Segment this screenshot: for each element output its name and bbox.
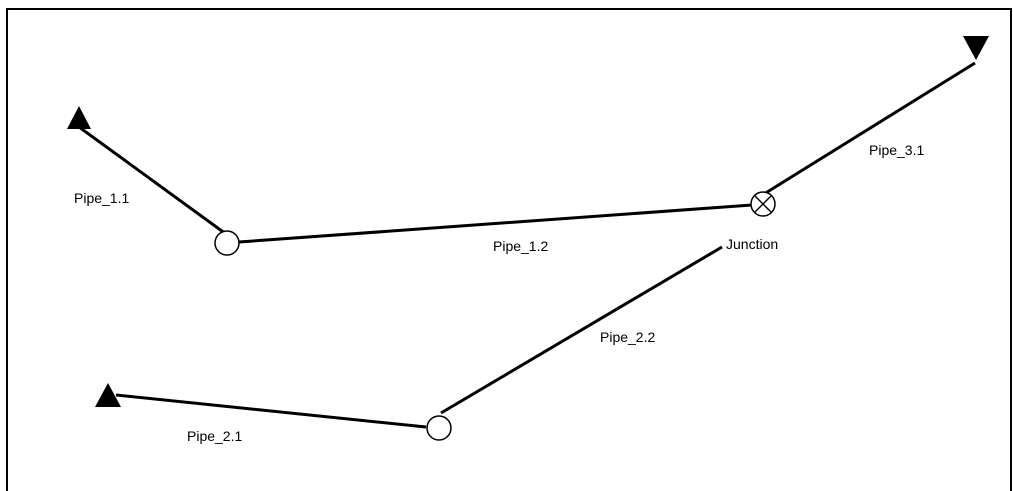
- pipe-1-1-line[interactable]: [78, 125, 227, 236]
- pipe-1-2-line[interactable]: [238, 203, 753, 244]
- circle-node-icon[interactable]: [214, 230, 240, 256]
- diagram-canvas: [6, 8, 1012, 491]
- up-triangle-icon[interactable]: [67, 106, 91, 129]
- pipe-2-2-line[interactable]: [440, 245, 723, 415]
- junction-label: Junction: [726, 236, 778, 252]
- pipe-3-1-line[interactable]: [763, 61, 976, 196]
- pipe-label: Pipe_2.1: [187, 428, 242, 444]
- pipe-label: Pipe_1.2: [493, 238, 548, 254]
- circle-node-icon[interactable]: [426, 415, 452, 441]
- pipe-label: Pipe_1.1: [74, 190, 129, 206]
- down-triangle-icon[interactable]: [963, 36, 989, 60]
- crossed-circle-icon[interactable]: [750, 191, 776, 217]
- pipe-label: Pipe_3.1: [869, 142, 924, 158]
- pipe-label: Pipe_2.2: [600, 329, 655, 345]
- pipe-2-1-line[interactable]: [115, 393, 427, 429]
- up-triangle-icon[interactable]: [95, 383, 121, 407]
